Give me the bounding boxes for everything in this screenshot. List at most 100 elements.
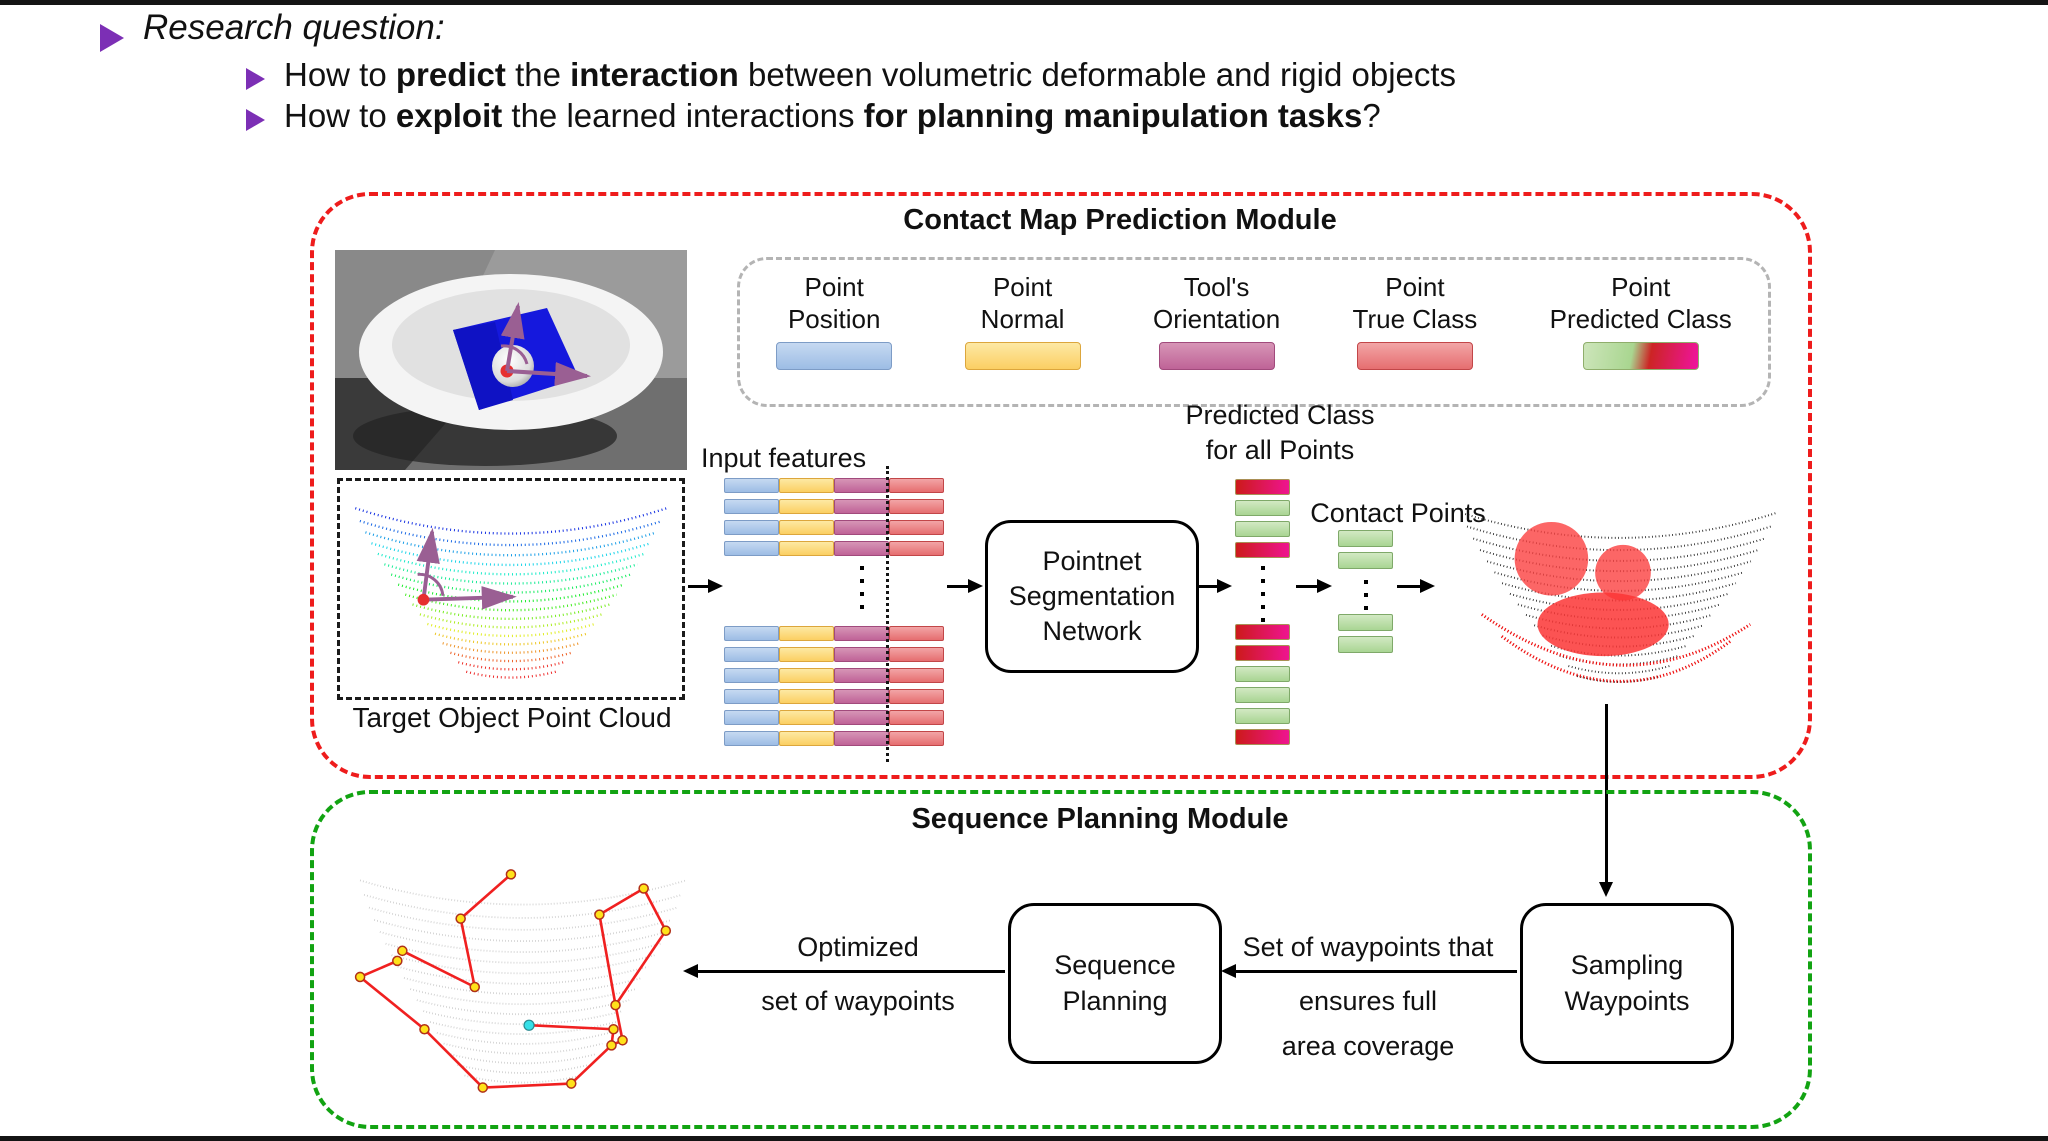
mixed-cell [1235,624,1290,640]
legend-label: Point [1611,272,1671,302]
contact-cell [1338,614,1393,631]
sampling-box-line: Waypoints [1564,985,1690,1016]
legend-label: Point [804,272,864,302]
normal-cell [779,499,834,514]
arrow-right-icon [688,579,723,593]
sequence-module-frame [310,790,1812,1129]
slide-top-border [0,0,2048,5]
position-cell [724,668,779,683]
contact-cell [1235,500,1290,516]
arrow-left-icon [1221,964,1517,978]
position-cell [724,520,779,535]
true-class-cell [889,668,944,683]
normal-cell [779,668,834,683]
blue-swatch [776,342,893,371]
contact-module-title: Contact Map Prediction Module [903,204,1337,236]
mixed-cell [1235,645,1290,661]
orientation-cell [834,478,889,493]
feature-separator-dotted-line [886,466,889,762]
legend-label: Point [1385,272,1445,302]
contact-cell [1235,666,1290,682]
sampling-waypoints-box: Sampling Waypoints [1520,903,1734,1064]
orientation-cell [834,647,889,662]
simulation-render-image [335,250,687,470]
sequence-box-line: Planning [1062,985,1168,1016]
pointnet-box-line: Network [1042,616,1142,647]
orientation-cell [834,626,889,641]
contact-cell [1338,552,1393,569]
sampling-box-line: Sampling [1570,950,1684,981]
contact-column-ellipsis [1356,580,1376,610]
slide-bottom-border [0,1136,2048,1141]
mixed-cell [1235,542,1290,558]
contact-cell [1235,521,1290,537]
target-point-cloud-caption: Target Object Point Cloud [352,702,672,733]
contact-map-module-frame [310,192,1812,779]
position-cell [724,710,779,725]
contact-cell [1235,687,1290,703]
waypoints-arrow-label-line: Set of waypoints that [1242,932,1494,962]
arrow-right-icon [1296,579,1332,593]
position-cell [724,541,779,556]
contact-cell [1235,708,1290,724]
research-question-heading: Research question: [143,8,445,47]
arrow-right-icon [947,579,983,593]
legend-label: Tool's [1183,272,1250,302]
normal-cell [779,478,834,493]
predicted-class-label: Predicted Class for all Points [1140,398,1420,468]
normal-cell [779,626,834,641]
matrix-ellipsis [852,566,872,609]
input-feature-matrix-top [724,478,944,556]
mixed-cell [1235,479,1290,495]
position-cell [724,499,779,514]
sequence-box-line: Sequence [1054,950,1176,981]
normal-cell [779,689,834,704]
true-class-cell [889,478,944,493]
orientation-cell [834,541,889,556]
pointnet-box: Pointnet Segmentation Network [985,520,1199,673]
waypoint-point-cloud-graphic [354,869,687,1093]
orientation-cell [834,668,889,683]
sequence-module-title: Sequence Planning Module [911,803,1289,835]
contact-cell [1338,636,1393,653]
sequence-planning-box: Sequence Planning [1008,903,1222,1064]
bullet-item-predict: How to predict the interaction between v… [284,56,1457,93]
pred-swatch [1582,342,1699,371]
predicted-class-column-bottom [1235,624,1290,745]
waypoints-arrow-label-line: area coverage [1281,1031,1455,1061]
legend-label: Point [992,272,1053,302]
bowl-render-graphic [335,250,687,470]
predicted-column-ellipsis [1253,566,1273,622]
optimized-arrow-label-line: set of waypoints [761,986,955,1016]
contact-points-label: Contact Points [1310,498,1486,528]
true-class-cell [889,731,944,746]
contact-point-cloud-graphic [1461,512,1777,684]
predicted-class-column-top [1235,479,1290,558]
predicted-class-label-line: Predicted Class [1185,400,1375,430]
contact-map-point-cloud-image [1452,497,1790,703]
yellow-swatch [964,342,1081,371]
true-class-cell [889,689,944,704]
normal-cell [779,520,834,535]
bullet-item-exploit: How to exploit the learned interactions … [284,97,1381,134]
pointnet-box-line: Pointnet [1042,545,1142,576]
legend-label: Orientation [1152,303,1281,334]
orientation-cell [834,710,889,725]
true-class-cell [889,499,944,514]
pointnet-box-line: Segmentation [1008,580,1176,611]
target-point-cloud-box [337,478,685,700]
waypoints-arrow-label-line: ensures full [1298,986,1438,1016]
orientation-cell [834,499,889,514]
bullet-triangle-icon [100,24,124,52]
input-feature-matrix-bottom [724,626,944,746]
true-class-cell [889,647,944,662]
normal-cell [779,731,834,746]
true-class-cell [889,541,944,556]
position-cell [724,626,779,641]
arrow-left-icon [683,964,1005,978]
